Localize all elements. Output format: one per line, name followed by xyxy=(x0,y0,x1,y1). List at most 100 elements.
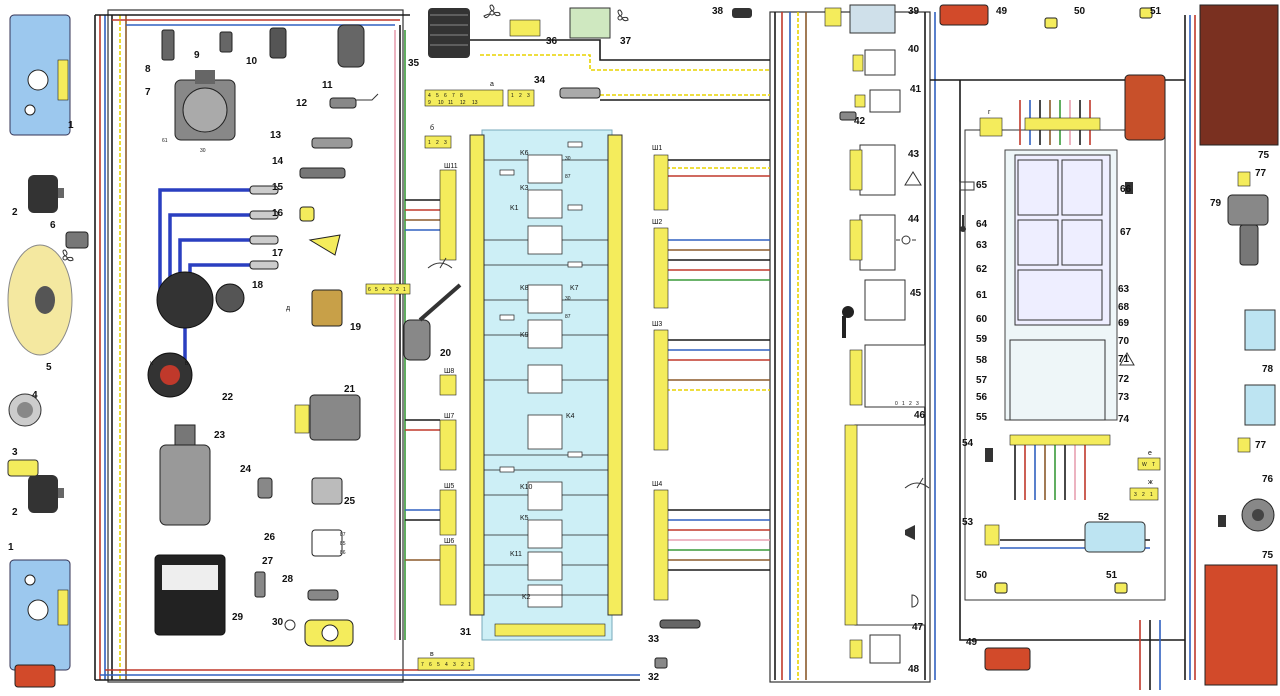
label-66: 66 xyxy=(1120,184,1132,195)
relay-K2: K2 xyxy=(522,594,531,601)
label-56: 56 xyxy=(976,392,988,403)
fuel-icon xyxy=(1125,182,1133,194)
ignition-position: 1 xyxy=(902,401,905,407)
label-51-bottom: 51 xyxy=(1106,570,1118,581)
connector-letter-a: а xyxy=(490,81,494,88)
component-11-pump xyxy=(337,24,365,68)
label-61: 61 xyxy=(976,290,988,301)
component-34-sensor xyxy=(559,87,601,99)
label-63-left: 63 xyxy=(976,240,988,251)
component-25-module xyxy=(311,477,343,505)
connector-mid-pin: 4 xyxy=(382,287,385,293)
relay-pin-label: 87 xyxy=(565,314,571,320)
wire-bundles xyxy=(94,12,1196,690)
component-1-headlamp-bottom xyxy=(9,559,71,671)
relay-pin-label: 30 xyxy=(565,296,571,302)
harness-connectors-left: Ш11 Ш8 Ш7 Ш5 Ш6 xyxy=(439,163,458,606)
connector-e: W T xyxy=(1137,457,1161,471)
connector-a-pin: 3 xyxy=(527,93,530,99)
label-64: 64 xyxy=(976,219,988,230)
component-32-sensor xyxy=(654,657,668,669)
label-78: 78 xyxy=(1262,364,1274,375)
label-57: 57 xyxy=(976,375,988,386)
component-50-lamp-bottom xyxy=(994,582,1008,594)
label-48: 48 xyxy=(908,664,920,675)
connector-mid-pin: 3 xyxy=(389,287,392,293)
component-75-tail-lamp-bottom xyxy=(1204,564,1278,686)
component-54-switch xyxy=(985,448,993,462)
connector-g xyxy=(979,117,1003,137)
component-13-sensor xyxy=(311,137,353,149)
label-23: 23 xyxy=(214,430,226,441)
label-77-top: 77 xyxy=(1255,168,1267,179)
component-2-lamp-bottom xyxy=(28,475,64,513)
label-9: 9 xyxy=(194,50,200,61)
connector-zh-pin: 1 xyxy=(1150,492,1153,498)
component-4-horn xyxy=(8,393,42,427)
connector-bottom-pin: 3 xyxy=(453,662,456,668)
relay-pin-label: 87 xyxy=(565,174,571,180)
label-25: 25 xyxy=(344,496,356,507)
label-5: 5 xyxy=(46,362,52,373)
label-53: 53 xyxy=(962,517,974,528)
label-51-top: 51 xyxy=(1150,6,1162,17)
connector-a-pin: 13 xyxy=(472,100,478,106)
connector-a-pin: 8 xyxy=(460,93,463,99)
label-75-bottom: 75 xyxy=(1262,550,1274,561)
label-31: 31 xyxy=(460,627,472,638)
coil-pin-k: K xyxy=(150,361,154,367)
harness-Sh8: Ш8 xyxy=(444,368,454,375)
component-8-sensor xyxy=(161,29,175,61)
connector-bottom-pin: 1 xyxy=(468,662,471,668)
label-1-top: 1 xyxy=(68,120,74,131)
label-73: 73 xyxy=(1118,392,1130,403)
battery-icon xyxy=(959,181,975,191)
relay-pin-label: 85 xyxy=(340,541,346,547)
connector-a-pin: 11 xyxy=(448,100,453,106)
connector-e-pin: T xyxy=(1152,462,1155,468)
fan-icon xyxy=(483,4,501,19)
coil-pin-b: Б xyxy=(185,361,189,367)
component-36-connector xyxy=(509,19,541,37)
fuel-icon xyxy=(1218,515,1226,527)
connector-a-pin: 2 xyxy=(519,93,522,99)
label-24: 24 xyxy=(240,464,252,475)
component-39-switch xyxy=(849,4,896,34)
connector-letter-g: г xyxy=(988,109,991,116)
harness-Sh5: Ш5 xyxy=(444,483,454,490)
connector-letter-e: е xyxy=(1148,450,1152,457)
label-75-top: 75 xyxy=(1258,150,1270,161)
label-18: 18 xyxy=(252,280,264,291)
label-34: 34 xyxy=(534,75,546,86)
label-19: 19 xyxy=(350,322,362,333)
generator-pin-61: 61 xyxy=(162,138,168,144)
fan-icon xyxy=(617,9,629,22)
component-18-distributor xyxy=(156,271,245,329)
connector-zh: 3 2 1 xyxy=(1129,487,1159,501)
label-62: 62 xyxy=(976,264,988,275)
relay-pin-label: 86 xyxy=(340,550,346,556)
connector-a-pin: 9 xyxy=(428,100,431,106)
component-27-temperature-sensor xyxy=(254,571,266,598)
component-labels: 1 1 2 2 3 4 5 6 7 8 9 10 11 12 13 14 15 … xyxy=(8,6,1274,683)
component-76-fuel-sensor xyxy=(1241,498,1275,532)
relay-K7: K7 xyxy=(570,285,579,292)
component-1-headlamp-top xyxy=(9,14,71,136)
label-74: 74 xyxy=(1118,414,1130,425)
connector-a-pin: 6 xyxy=(444,93,447,99)
connector-bottom-pin: 7 xyxy=(421,662,424,668)
component-7-generator: 61 30 xyxy=(162,70,236,154)
label-52: 52 xyxy=(1098,512,1110,523)
harness-Sh6: Ш6 xyxy=(444,538,454,545)
label-22: 22 xyxy=(222,392,234,403)
ignition-positions: 0 1 2 3 xyxy=(895,401,919,407)
label-37: 37 xyxy=(620,36,632,47)
component-50-lamp-top xyxy=(1044,17,1058,29)
label-71: 71 xyxy=(1118,354,1130,365)
connector-letters: а б в г е ж д xyxy=(286,81,1153,658)
component-16-sensor xyxy=(299,206,315,222)
harness-Sh7: Ш7 xyxy=(444,413,454,420)
label-76: 76 xyxy=(1262,474,1274,485)
connector-bottom-pin: 6 xyxy=(429,662,432,668)
